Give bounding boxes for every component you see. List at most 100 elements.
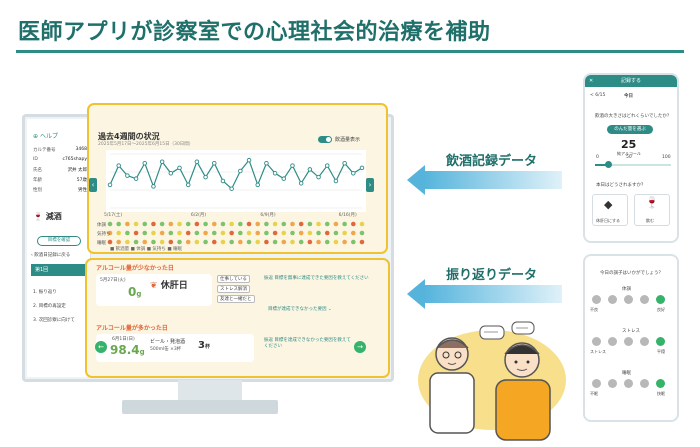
chart-point[interactable]	[351, 171, 356, 176]
mood-face-icon[interactable]	[592, 379, 601, 388]
plan-question: 本日はどうされますか？	[596, 183, 646, 188]
low-day-button[interactable]: 目標が達成できなかった要因 ⌄	[268, 307, 332, 312]
chart-point[interactable]	[159, 159, 165, 164]
heat-dot	[168, 239, 174, 245]
chart-point[interactable]	[229, 186, 234, 191]
heat-dot	[359, 221, 365, 227]
chart-point[interactable]	[316, 174, 321, 180]
chart-point[interactable]	[324, 163, 330, 168]
help-link[interactable]: ⊕ ヘルプ	[33, 133, 58, 140]
scale-low-label: 不眠	[590, 391, 598, 396]
chart-point[interactable]	[333, 178, 339, 184]
chart-point[interactable]	[220, 178, 226, 184]
chart-point[interactable]	[107, 182, 113, 188]
heat-dot	[281, 230, 287, 236]
heat-dot	[298, 221, 304, 227]
close-icon[interactable]: ✕	[589, 78, 594, 84]
heat-dot	[107, 221, 113, 227]
step-item[interactable]: 3. 次回診察に向けて	[33, 318, 75, 323]
chart-point[interactable]	[177, 165, 182, 171]
low-day-title: アルコール量が少なかった日	[96, 265, 174, 272]
low-tag: 仕事している	[217, 275, 250, 283]
chart-point[interactable]	[151, 184, 156, 189]
high-next-button[interactable]: →	[354, 341, 366, 353]
mood-face-icon[interactable]	[640, 379, 649, 388]
heat-dot	[246, 221, 252, 227]
heat-dot	[159, 221, 165, 227]
chart-point[interactable]	[212, 161, 217, 166]
mood-face-icon[interactable]	[640, 295, 649, 304]
x-tick-label: 6/2(月)	[191, 212, 206, 218]
high-prev-button[interactable]: ←	[95, 341, 107, 353]
heat-dot	[351, 239, 356, 245]
chart-point[interactable]	[133, 176, 139, 181]
heat-dot	[151, 239, 156, 245]
chart-point[interactable]	[246, 157, 252, 163]
chart-point[interactable]	[255, 182, 260, 188]
reflection-arrow-head	[407, 279, 425, 309]
mood-face-icon[interactable]	[608, 295, 617, 304]
heat-dot	[229, 221, 234, 227]
chart-point[interactable]	[290, 163, 295, 168]
heat-row-label: 睡眠	[97, 241, 106, 246]
mood-face-icon[interactable]	[656, 379, 665, 388]
high-day-note: 振返 目標を達成できなかった要因を教えてください	[264, 338, 351, 349]
mood-face-icon[interactable]	[592, 337, 601, 346]
chart-point[interactable]	[359, 165, 365, 171]
chart-next-button[interactable]: ›	[366, 178, 374, 192]
mood-face-icon[interactable]	[656, 295, 665, 304]
amount-question: 飲酒の大きさはどれくらいでしたか？	[595, 114, 672, 119]
heat-dot	[307, 230, 313, 236]
heat-dot	[316, 230, 321, 236]
chart-point[interactable]	[203, 174, 208, 180]
chart-point[interactable]	[238, 168, 243, 174]
amount-slider[interactable]	[595, 164, 671, 166]
high-day-date: 6月1日(日)	[112, 337, 135, 342]
scale-min: 0	[596, 155, 599, 160]
chart-point[interactable]	[298, 181, 304, 186]
mood-face-icon[interactable]	[624, 379, 633, 388]
chart-prev-button[interactable]: ‹	[89, 178, 97, 192]
step-item[interactable]: 2. 目標の再設定	[33, 304, 66, 309]
mood-face-icon[interactable]	[592, 295, 601, 304]
mood-face-icon[interactable]	[608, 379, 617, 388]
drink-option[interactable]	[634, 194, 670, 226]
heat-dot	[133, 221, 139, 227]
slider-handle[interactable]	[605, 161, 612, 168]
condition-section-title: ストレス	[622, 329, 640, 334]
heat-dot	[290, 230, 295, 236]
mood-face-icon[interactable]	[656, 337, 665, 346]
amount-pill[interactable]: のんだ量を選ぶ	[607, 125, 653, 134]
chart-point[interactable]	[142, 161, 148, 166]
drink-toggle[interactable]	[318, 136, 332, 143]
date-prev[interactable]: < 6/15	[590, 93, 606, 98]
chart-point[interactable]	[125, 173, 130, 178]
step-item[interactable]: 1. 振り返り	[33, 290, 57, 295]
drinking-series-line	[109, 158, 363, 190]
chart-point[interactable]	[185, 182, 191, 188]
current-session[interactable]: 第1回	[31, 264, 87, 276]
amount-value: 25	[621, 138, 637, 151]
chart-point[interactable]	[342, 161, 347, 166]
chart-point[interactable]	[272, 171, 278, 176]
mood-face-icon[interactable]	[640, 337, 649, 346]
liver-icon: ◆	[604, 198, 613, 211]
mood-face-icon[interactable]	[608, 337, 617, 346]
heat-dot	[272, 230, 278, 236]
chart-point[interactable]	[264, 161, 269, 166]
liver-rest-option[interactable]	[592, 194, 628, 226]
goal-check-button[interactable]: 目標を確認	[37, 236, 81, 246]
field-row: 氏名沢井 太郎	[33, 168, 87, 173]
mood-face-icon[interactable]	[624, 337, 633, 346]
chart-point[interactable]	[168, 171, 174, 176]
mood-face-icon[interactable]	[624, 295, 633, 304]
back-link[interactable]: ‹ 飲酒日記録に戻る	[31, 253, 71, 258]
chart-point[interactable]	[307, 167, 313, 172]
chart-point[interactable]	[194, 159, 200, 164]
chart-point[interactable]	[281, 176, 287, 181]
scale-high-label: 快眠	[657, 391, 665, 396]
heat-dot	[281, 239, 287, 245]
chart-point[interactable]	[116, 163, 121, 168]
heat-dot	[107, 239, 113, 245]
